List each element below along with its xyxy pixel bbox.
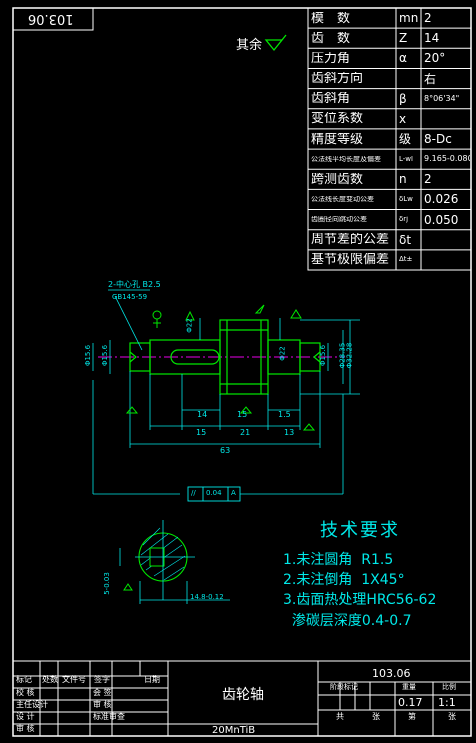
tb-sig-1: 会 签 [93, 688, 112, 697]
param-row-value: 2 [424, 12, 432, 25]
roughness-note-label: 其余 [236, 38, 263, 53]
param-row-name: 压力角 [311, 51, 351, 65]
param-row-name: 齿圈径向跳动公差 [311, 216, 367, 224]
tolerance-datum: A [231, 489, 236, 497]
tb-small-scale: 比例 [442, 683, 456, 691]
param-row-symbol: x [399, 112, 407, 125]
tb-small-weight: 重量 [402, 683, 416, 691]
tolerance-frame [187, 486, 241, 502]
tolerance-value: 0.04 [206, 489, 222, 497]
param-row-name: 变位系数 [311, 112, 364, 126]
keyway-dim-2: 5-0.03 [102, 572, 111, 595]
sheet-unit-2: 张 [448, 712, 456, 721]
tech-req-item-2: 2.未注倒角 1X45° [283, 572, 405, 588]
sheet-unit-1: 张 [372, 712, 380, 721]
param-row-value: 0.050 [424, 213, 459, 226]
dim-63: 63 [220, 446, 231, 455]
sheet-index-label: 第 [408, 712, 416, 721]
param-row-symbol: L-wl [399, 155, 413, 163]
param-row-symbol: δrj [399, 216, 409, 224]
tb-role-4: 审 核 [16, 724, 35, 733]
tb-small-stage: 阶段标记 [330, 683, 358, 691]
tb-label-file: 文件号 [62, 675, 86, 684]
param-table-grid [307, 7, 472, 271]
param-row-name: 周节差的公差 [311, 233, 390, 247]
param-row-value: 8°06'34" [424, 94, 460, 103]
dia-label-7: Φ15.6 [319, 344, 328, 367]
tb-role-1: 校 核 [16, 688, 35, 697]
tb-role-3: 设 计 [16, 712, 35, 721]
dia-label-4: Φ15.6 [101, 344, 110, 367]
standard-label: GB145-59 [112, 293, 148, 301]
shaft-outline [129, 319, 321, 395]
param-table-row-lines [308, 27, 471, 251]
param-row-symbol: 级 [399, 133, 412, 145]
roughness-symbol-icon [264, 34, 287, 52]
param-row-value: 2 [424, 173, 432, 186]
tech-req-item-3: 3.齿面热处理HRC56-62 [283, 592, 437, 608]
param-row-name: 跨测齿数 [311, 172, 364, 186]
dia-label-1: Φ22 [185, 318, 194, 333]
keyway-roughness-icon [123, 583, 133, 591]
scale-value: 1:1 [438, 696, 456, 709]
tb-label-mark: 标记 [16, 675, 32, 684]
param-row-value: 20° [424, 52, 446, 65]
keyway-dim-lines [119, 520, 230, 604]
param-row-symbol: Δt± [399, 256, 413, 264]
param-row-name: 模 数 [311, 11, 351, 25]
dimension-lines [92, 289, 360, 495]
roughness-marks [125, 304, 316, 431]
material: 20MnTiB [212, 725, 256, 736]
param-row-name: 基节极限偏差 [311, 253, 390, 267]
tech-req-item-4: 渗碳层深度0.4-0.7 [283, 613, 412, 629]
param-row-value: 8-Dc [424, 133, 452, 145]
param-row-symbol: Z [399, 32, 408, 45]
dim-1-5: 1.5 [278, 410, 291, 419]
keyway-dim: 14.8-0.12 [190, 593, 224, 601]
drawing-number: 103.06 [372, 667, 411, 680]
title-block-grid [12, 660, 472, 737]
corner-code: 103.06 [28, 11, 74, 26]
param-row-name: 精度等级 [311, 132, 364, 146]
dim-14: 14 [197, 410, 208, 419]
param-row-name: 齿斜方向 [311, 72, 364, 86]
param-row-value: 9.165-0.080 [424, 155, 470, 164]
corner-code-box [12, 7, 94, 31]
dia-label-6: Φ32.28 [345, 342, 354, 369]
tb-label-date: 日期 [144, 675, 160, 684]
param-row-symbol: δLw [399, 195, 413, 203]
datum-symbol-icon [152, 310, 162, 328]
tb-sig-2: 审 核 [93, 700, 112, 709]
tb-label-count: 处数 [42, 675, 58, 684]
tolerance-symbol: // [191, 489, 196, 497]
center-hole-label: 2-中心孔 B2.5 [108, 280, 161, 289]
tb-label-sign: 签字 [94, 675, 110, 684]
param-row-value: 0.026 [424, 193, 459, 206]
dia-label-3: Φ15.6 [84, 344, 93, 367]
weight-value: 0.17 [398, 696, 423, 709]
param-row-name: 公法线平均长度及偏差 [311, 155, 381, 163]
param-row-symbol: β [399, 92, 407, 105]
param-row-value: 14 [424, 32, 440, 45]
param-row-symbol: mn [399, 12, 419, 25]
param-row-name: 齿 数 [311, 31, 351, 45]
tb-sig-3: 标准审查 [93, 712, 125, 721]
param-row-value: 右 [424, 72, 437, 85]
dia-label-2: Φ22 [278, 346, 287, 361]
tech-req-title: 技术要求 [320, 520, 400, 541]
dim-15-mid: 15 [237, 410, 248, 419]
tech-req-item-1: 1.未注圆角 R1.5 [283, 552, 394, 568]
param-row-name: 公法线长度变动公差 [311, 195, 374, 203]
param-row-name: 齿斜角 [311, 92, 351, 106]
param-row-symbol: α [399, 52, 407, 65]
dim-15: 15 [196, 428, 207, 437]
dim-21: 21 [240, 428, 251, 437]
dim-13: 13 [284, 428, 295, 437]
param-row-symbol: n [399, 173, 407, 186]
sheet-total-label: 共 [336, 712, 344, 721]
part-name: 齿轮轴 [222, 687, 264, 703]
tb-role-2: 主任设计 [16, 700, 48, 709]
param-row-symbol: δt [399, 233, 412, 246]
